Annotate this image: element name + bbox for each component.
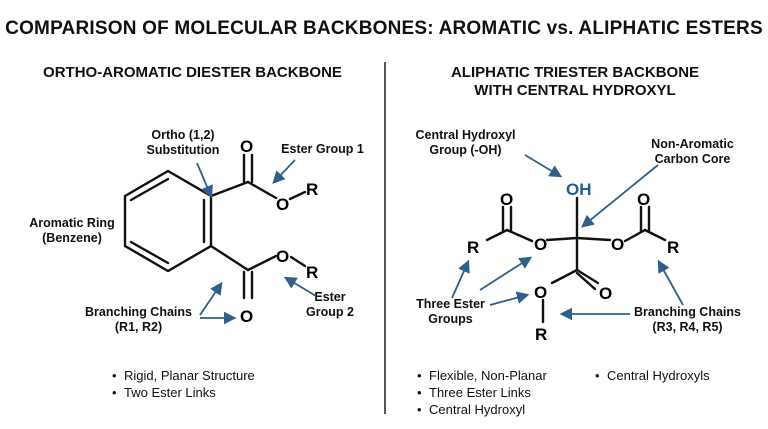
right-bullets-col-1: •Flexible, Non-Planar •Three Ester Links…: [417, 367, 547, 418]
label-three-line-1: Three Ester: [416, 297, 485, 311]
bullet-item: •Rigid, Planar Structure: [112, 368, 255, 383]
ester-group-1: [209, 153, 307, 201]
figure-title: COMPARISON OF MOLECULAR BACKBONES: AROMA…: [5, 18, 763, 39]
atom-oh: OH: [566, 180, 592, 199]
label-three-line-2: Groups: [428, 312, 473, 326]
arrow-hydroxyl: [524, 154, 563, 178]
arrow-three-mid: [479, 256, 533, 291]
label-branching-right-line-2: (R3, R4, R5): [652, 320, 723, 334]
label-branching-left-line-2: (R1, R2): [114, 320, 163, 334]
right-bullets-col-2: •Central Hydroxyls: [595, 367, 710, 384]
atom-r: R: [467, 238, 479, 257]
atom-o: O: [599, 284, 612, 303]
bullet-item: •Flexible, Non-Planar: [417, 368, 547, 383]
arrow-ester2: [283, 276, 317, 297]
right-heading-line-1: ALIPHATIC TRIESTER BACKBONE: [450, 64, 700, 81]
arrow-three-low: [489, 291, 530, 306]
atom-r: R: [306, 180, 318, 199]
atom-r: R: [306, 263, 318, 282]
label-ester-group-2: Ester Group 2: [300, 290, 360, 320]
right-heading: ALIPHATIC TRIESTER BACKBONE WITH CENTRAL…: [395, 64, 755, 100]
atom-o: O: [276, 195, 289, 214]
bullet-item: •Three Ester Links: [417, 385, 531, 400]
arrow-branch-r-up: [657, 259, 684, 306]
label-ortho-line-1: Ortho (1,2): [151, 128, 215, 142]
label-non-aromatic-core: Non-Aromatic Carbon Core: [640, 137, 745, 167]
atom-o: O: [276, 247, 289, 266]
atom-o: O: [611, 235, 624, 254]
label-central-hydroxyl: Central Hydroxyl Group (-OH): [408, 128, 523, 158]
label-core-line-1: Non-Aromatic: [651, 137, 734, 151]
label-ester2-line-1: Ester: [314, 290, 346, 304]
label-ring-line-1: Aromatic Ring: [29, 216, 115, 230]
arrow-ester1: [272, 159, 296, 184]
atom-o: O: [534, 283, 547, 302]
left-bullets: •Rigid, Planar Structure •Two Ester Link…: [112, 367, 255, 401]
benzene-ring: [123, 169, 213, 273]
label-hydroxyl-line-1: Central Hydroxyl: [415, 128, 516, 142]
arrow-core: [581, 164, 659, 228]
label-ortho-substitution: Ortho (1,2) Substitution: [128, 128, 238, 158]
bullet-item: •Central Hydroxyls: [595, 368, 710, 383]
arrow-ortho: [196, 162, 213, 199]
atom-r: R: [535, 325, 547, 344]
arrow-branch-up: [199, 281, 223, 316]
right-arrows: [451, 154, 684, 321]
label-ester-group-1: Ester Group 1: [281, 142, 364, 156]
left-arrows: [196, 159, 317, 325]
left-heading: ORTHO-AROMATIC DIESTER BACKBONE: [43, 64, 342, 81]
arrow-three-up: [451, 259, 470, 299]
bullet-item: •Two Ester Links: [112, 385, 216, 400]
atom-o: O: [637, 190, 650, 209]
label-branching-right-line-1: Branching Chains: [634, 305, 741, 319]
label-branching-chains-right: Branching Chains (R3, R4, R5): [625, 305, 750, 335]
label-ester2-line-2: Group 2: [306, 305, 354, 319]
label-hydroxyl-line-2: Group (-OH): [429, 143, 502, 157]
atom-o: O: [500, 190, 513, 209]
atom-o: O: [240, 307, 253, 326]
label-ortho-line-2: Substitution: [146, 143, 220, 157]
ester-group-2: [209, 244, 307, 300]
label-branching-chains-left: Branching Chains (R1, R2): [76, 305, 201, 335]
atom-o: O: [240, 137, 253, 156]
right-heading-line-2: WITH CENTRAL HYDROXYL: [474, 82, 676, 99]
atom-r: R: [667, 238, 679, 257]
panel-divider: [384, 62, 386, 414]
label-branching-left-line-1: Branching Chains: [85, 305, 192, 319]
label-core-line-2: Carbon Core: [654, 152, 731, 166]
label-ring-line-2: (Benzene): [42, 231, 102, 245]
bullet-item: •Central Hydroxyl: [417, 402, 526, 417]
label-aromatic-ring: Aromatic Ring (Benzene): [22, 216, 122, 246]
label-three-ester-groups: Three Ester Groups: [408, 297, 493, 327]
triester-bonds: [485, 196, 667, 324]
atom-o: O: [534, 235, 547, 254]
